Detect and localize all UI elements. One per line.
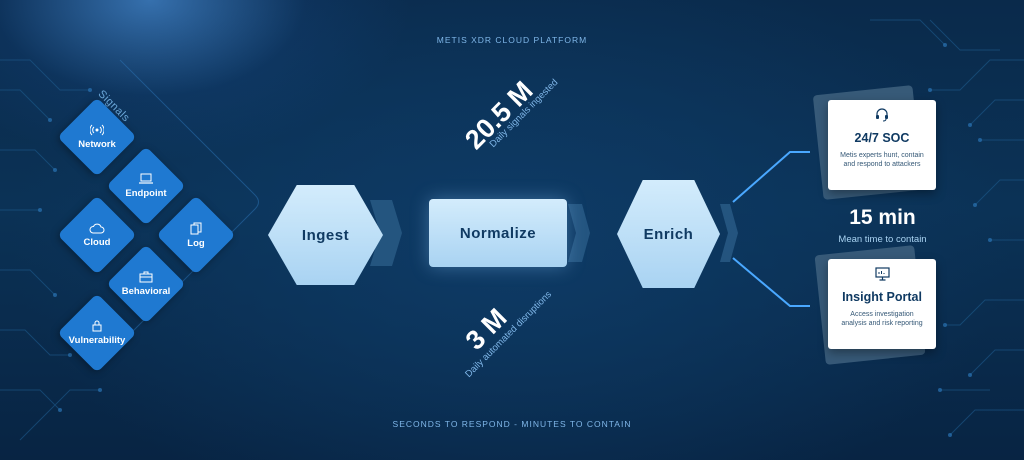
signal-endpoint-label: Endpoint — [125, 188, 167, 199]
soc-description: Metis experts hunt, contain and respond … — [840, 152, 924, 169]
signal-cloud-label: Cloud — [83, 236, 111, 248]
soc-title: 24/7 SOC — [854, 131, 910, 145]
stage-enrich-label: Enrich — [643, 225, 694, 243]
signal-vulnerability-label: Vulnerability — [68, 335, 126, 346]
portal-title: Insight Portal — [842, 290, 922, 304]
signal-network-label: Network — [78, 139, 116, 150]
wireless-icon — [90, 124, 104, 136]
headset-icon — [876, 108, 888, 122]
stage-normalize: Normalize — [429, 199, 567, 267]
stage-ingest-label: Ingest — [301, 226, 350, 244]
mttc-value: 15 min — [849, 206, 916, 229]
stage-normalize-label: Normalize — [459, 224, 537, 242]
cloud-icon — [89, 223, 105, 233]
lock-icon — [92, 320, 102, 332]
footer-tagline: SECONDS TO RESPOND - MINUTES TO CONTAIN — [392, 419, 632, 429]
monitor-icon — [874, 267, 890, 281]
stage-enrich: Enrich — [617, 180, 720, 288]
documents-icon — [190, 222, 202, 234]
portal-description: Access investigation analysis and risk r… — [841, 311, 923, 328]
platform-title: METIS XDR CLOUD PLATFORM — [436, 35, 588, 45]
briefcase-icon — [139, 271, 153, 283]
mttc-label: Mean time to contain — [838, 234, 927, 245]
portal-card: Insight Portal Access investigation anal… — [828, 259, 936, 349]
signal-behavioral-label: Behavioral — [121, 286, 171, 297]
laptop-icon — [139, 173, 153, 184]
signal-log-label: Log — [187, 237, 205, 249]
soc-card: 24/7 SOC Metis experts hunt, contain and… — [828, 100, 936, 190]
